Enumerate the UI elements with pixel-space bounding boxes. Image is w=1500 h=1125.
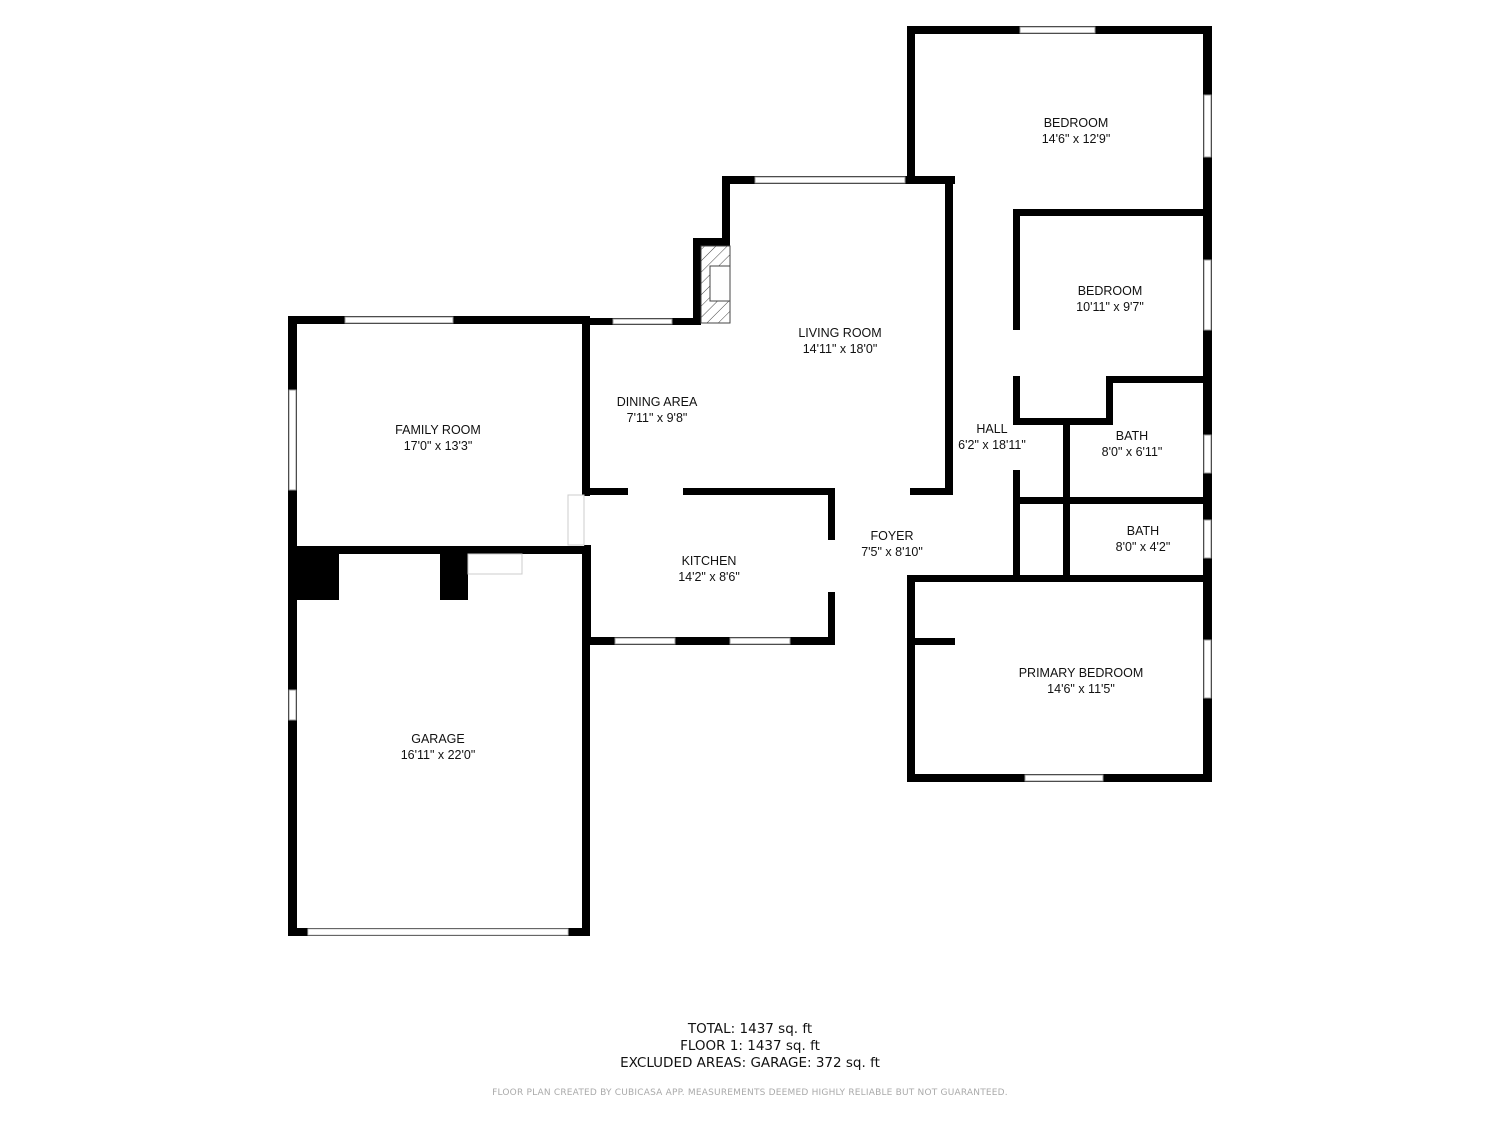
- room-size: 7'5" x 8'10": [861, 545, 923, 559]
- garage-step: [467, 553, 523, 575]
- credit-note: FLOOR PLAN CREATED BY CUBICASA APP. MEAS…: [492, 1088, 1008, 1098]
- column: [440, 548, 468, 600]
- room-labels: BEDROOM 14'6" x 12'9" BEDROOM 10'11" x 9…: [395, 116, 1170, 762]
- room-size: 17'0" x 13'3": [404, 439, 473, 453]
- room-name: DINING AREA: [617, 395, 698, 409]
- room-size: 8'0" x 6'11": [1102, 445, 1163, 459]
- walls: [288, 26, 1212, 936]
- room-name: FOYER: [870, 529, 913, 543]
- room-name: BEDROOM: [1044, 116, 1109, 130]
- room-name: BATH: [1116, 429, 1148, 443]
- room-size: 16'11" x 22'0": [401, 748, 476, 762]
- excluded-area: EXCLUDED AREAS: GARAGE: 372 sq. ft: [620, 1055, 880, 1071]
- room-size: 14'11" x 18'0": [803, 342, 878, 356]
- room-size: 14'2" x 8'6": [678, 570, 740, 584]
- room-name: BEDROOM: [1078, 284, 1143, 298]
- room-name: HALL: [976, 422, 1007, 436]
- side-door: [567, 494, 585, 546]
- room-name: LIVING ROOM: [798, 326, 881, 340]
- floor1-area: FLOOR 1: 1437 sq. ft: [680, 1038, 820, 1054]
- room-size: 10'11" x 9'7": [1076, 300, 1144, 314]
- room-name: BATH: [1127, 524, 1159, 538]
- room-size: 6'2" x 18'11": [958, 438, 1026, 452]
- fireplace: [700, 245, 731, 324]
- room-size: 8'0" x 4'2": [1116, 540, 1171, 554]
- room-size: 14'6" x 11'5": [1047, 682, 1115, 696]
- column: [296, 548, 339, 600]
- room-name: KITCHEN: [682, 554, 737, 568]
- room-name: FAMILY ROOM: [395, 423, 481, 437]
- room-size: 14'6" x 12'9": [1042, 132, 1111, 146]
- room-name: PRIMARY BEDROOM: [1019, 666, 1144, 680]
- windows: [288, 26, 1212, 936]
- room-size: 7'11" x 9'8": [627, 411, 688, 425]
- room-name: GARAGE: [411, 732, 465, 746]
- total-area: TOTAL: 1437 sq. ft: [687, 1021, 813, 1037]
- area-totals: TOTAL: 1437 sq. ft FLOOR 1: 1437 sq. ft …: [0, 1021, 1500, 1072]
- garage-door: [307, 928, 569, 936]
